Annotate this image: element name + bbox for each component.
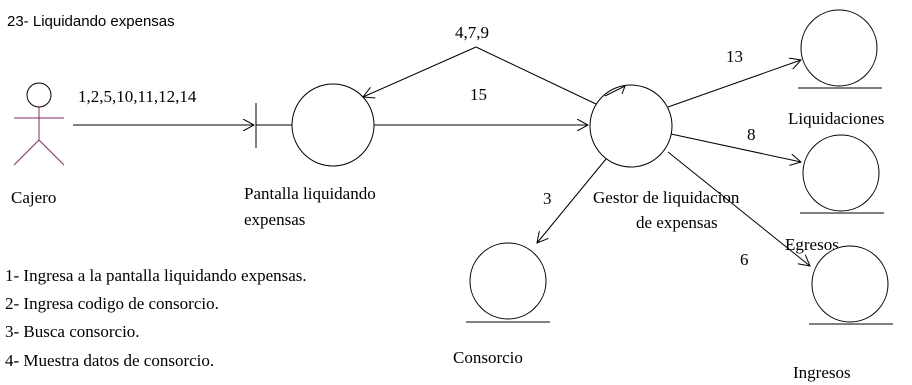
actor-right-leg (38, 139, 65, 166)
egresos-circle (802, 134, 880, 212)
link-gestor-return-a (475, 46, 597, 105)
message-gestor-consorcio: 3 (543, 189, 552, 208)
object-pantalla (255, 83, 375, 167)
gestor-label-line1: Gestor de liquidacion (593, 188, 740, 207)
link-gestor-liquidaciones (667, 60, 801, 108)
message-gestor-egresos: 8 (747, 125, 756, 144)
actor-label: Cajero (11, 188, 56, 207)
message-cajero-pantalla: 1,2,5,10,11,12,14 (78, 87, 197, 106)
step-item: 3- Busca consorcio. (5, 322, 140, 341)
message-pantalla-gestor: 15 (470, 85, 487, 104)
link-gestor-ingresos (667, 151, 810, 266)
object-ingresos (809, 245, 893, 325)
message-gestor-liquidaciones: 13 (726, 47, 743, 66)
consorcio-label: Consorcio (453, 348, 523, 367)
actor-cajero (13, 82, 65, 166)
pantalla-label-line2: expensas (244, 210, 305, 229)
actor-head (26, 82, 52, 108)
liquidaciones-circle (800, 9, 878, 87)
link-gestor-egresos (670, 133, 801, 162)
object-gestor (589, 84, 673, 168)
consorcio-circle (469, 242, 547, 320)
pantalla-circle (291, 83, 375, 167)
gestor-control-arrow (604, 84, 626, 97)
gestor-circle (589, 84, 673, 168)
link-gestor-consorcio (537, 158, 607, 243)
ingresos-label: Ingresos (793, 363, 851, 382)
link-gestor-return-b (363, 46, 477, 97)
gestor-label-line2: de expensas (636, 213, 718, 232)
step-item: 1- Ingresa a la pantalla liquidando expe… (5, 266, 307, 285)
egresos-label: Egresos (785, 235, 839, 254)
actor-left-leg (13, 139, 40, 166)
message-gestor-return: 4,7,9 (455, 23, 489, 42)
ingresos-circle (811, 245, 889, 323)
object-consorcio (466, 242, 550, 323)
object-liquidaciones (798, 9, 882, 89)
step-item: 4- Muestra datos de consorcio. (5, 351, 214, 370)
step-item: 2- Ingresa codigo de consorcio. (5, 294, 219, 313)
liquidaciones-label: Liquidaciones (788, 109, 884, 128)
object-egresos (800, 134, 884, 214)
diagram-title: 23- Liquidando expensas (7, 13, 175, 30)
message-gestor-ingresos: 6 (740, 250, 749, 269)
pantalla-label-line1: Pantalla liquidando (244, 184, 376, 203)
